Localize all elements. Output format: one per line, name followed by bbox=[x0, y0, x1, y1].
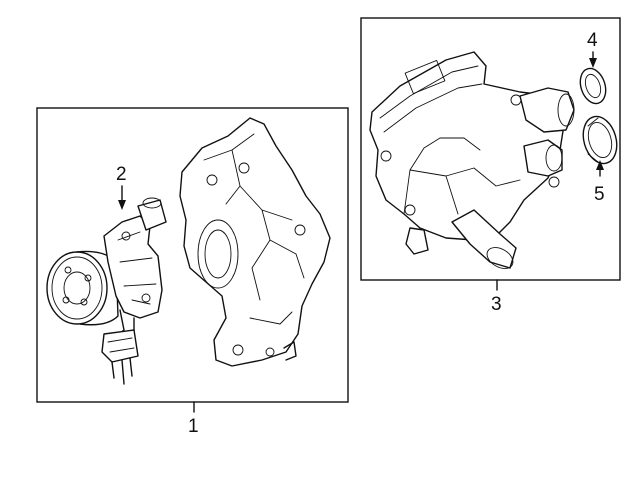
housing-bolt-hole bbox=[232, 344, 244, 356]
housing-bolt-hole bbox=[294, 224, 306, 236]
thermostat-ribs bbox=[379, 65, 521, 215]
pump-connector bbox=[101, 329, 139, 363]
seal-ring-5-inner bbox=[587, 121, 613, 159]
callout-3: 3 bbox=[491, 294, 502, 315]
pulley-bolt bbox=[64, 266, 72, 274]
pump-bolt bbox=[121, 231, 131, 241]
housing-bore-inner bbox=[204, 229, 232, 279]
housing-bolt-hole bbox=[206, 174, 218, 186]
callout-4: 4 bbox=[587, 30, 598, 51]
thermostat-connector bbox=[404, 59, 446, 95]
seal-ring-4 bbox=[579, 67, 607, 105]
pump-outlet-opening bbox=[142, 197, 162, 209]
part-4-seal: 4 bbox=[579, 30, 607, 105]
pulley-bolt bbox=[84, 274, 92, 282]
seal-ring-5-edge bbox=[587, 117, 599, 163]
pulley-hub bbox=[63, 271, 91, 305]
housing-ribs bbox=[203, 133, 305, 325]
pump-wires bbox=[111, 357, 133, 385]
thermostat-bolt bbox=[380, 150, 392, 162]
callout-2: 2 bbox=[116, 164, 127, 185]
callout-2-group: 2 bbox=[116, 164, 127, 210]
pump-outlet bbox=[137, 199, 167, 231]
pulley-bolt bbox=[62, 296, 70, 304]
seal-ring-5 bbox=[582, 115, 618, 165]
outlet-pipe-opening bbox=[486, 247, 514, 269]
pump-housing bbox=[179, 117, 331, 367]
thermostat-bolt bbox=[404, 204, 416, 216]
thermostat-bolt bbox=[548, 176, 560, 188]
housing-bore bbox=[197, 219, 239, 289]
part-5-seal: 5 bbox=[582, 115, 618, 205]
arrow-5 bbox=[596, 160, 604, 170]
group-box-1: 1 bbox=[36, 107, 349, 437]
pulley-bolt bbox=[80, 298, 88, 306]
housing-bolt-hole bbox=[238, 162, 250, 174]
box-3-frame bbox=[360, 17, 621, 281]
arrow-4 bbox=[589, 58, 597, 68]
housing-tab bbox=[283, 341, 297, 361]
box-1-frame bbox=[36, 107, 349, 403]
thermostat-body bbox=[369, 51, 567, 241]
group-box-3: 3 bbox=[360, 17, 621, 315]
pump-body-ribs bbox=[117, 231, 157, 305]
thermostat-stub bbox=[405, 227, 429, 255]
housing-bolt-hole bbox=[265, 347, 275, 357]
pulley-outer bbox=[46, 251, 108, 325]
pump-body bbox=[103, 215, 163, 319]
thermostat-port-middle bbox=[523, 139, 563, 177]
pump-connector-lines bbox=[107, 337, 135, 353]
callout-1: 1 bbox=[188, 416, 199, 437]
arrow-2 bbox=[118, 200, 126, 210]
water-pump bbox=[46, 197, 167, 385]
thermostat-outlet-pipe bbox=[451, 209, 517, 269]
housing-outline bbox=[179, 117, 331, 367]
port-upper-opening bbox=[557, 93, 575, 127]
callout-5: 5 bbox=[594, 184, 605, 205]
port-middle-opening bbox=[545, 144, 563, 172]
thermostat-housing bbox=[369, 51, 575, 269]
pump-bolt bbox=[141, 293, 151, 303]
pulley-rim bbox=[51, 256, 103, 320]
seal-ring-4-inner bbox=[584, 73, 602, 99]
